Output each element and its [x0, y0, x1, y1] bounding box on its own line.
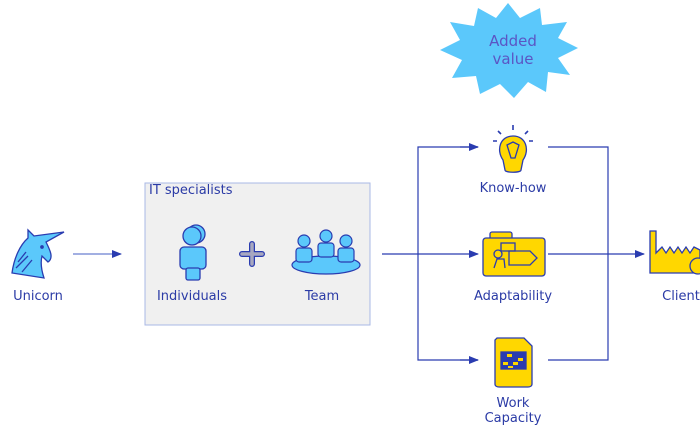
team-icon — [291, 229, 361, 275]
added-value-burst — [440, 3, 578, 98]
person-icon — [179, 224, 207, 281]
work-capacity-line1: Work — [496, 396, 530, 411]
knowhow-label: Know-how — [479, 181, 547, 196]
added-value-label: Added value — [489, 32, 537, 68]
added-value-line2: value — [492, 50, 534, 68]
unicorn-label: Unicorn — [13, 289, 63, 304]
work-capacity-label: Work Capacity — [485, 396, 542, 426]
it-specialists-title: IT specialists — [149, 183, 233, 198]
lightbulb-icon — [493, 125, 533, 173]
folder-icon — [482, 231, 546, 277]
client-label: Client — [662, 289, 700, 304]
spreadsheet-icon — [494, 337, 533, 388]
adaptability-label: Adaptability — [473, 289, 553, 304]
added-value-line1: Added — [489, 32, 537, 50]
work-capacity-line2: Capacity — [484, 411, 542, 426]
unicorn-icon — [11, 228, 65, 279]
individuals-label: Individuals — [156, 289, 228, 304]
team-label: Team — [304, 289, 340, 304]
branch-line — [417, 146, 478, 361]
factory-icon — [649, 230, 700, 275]
